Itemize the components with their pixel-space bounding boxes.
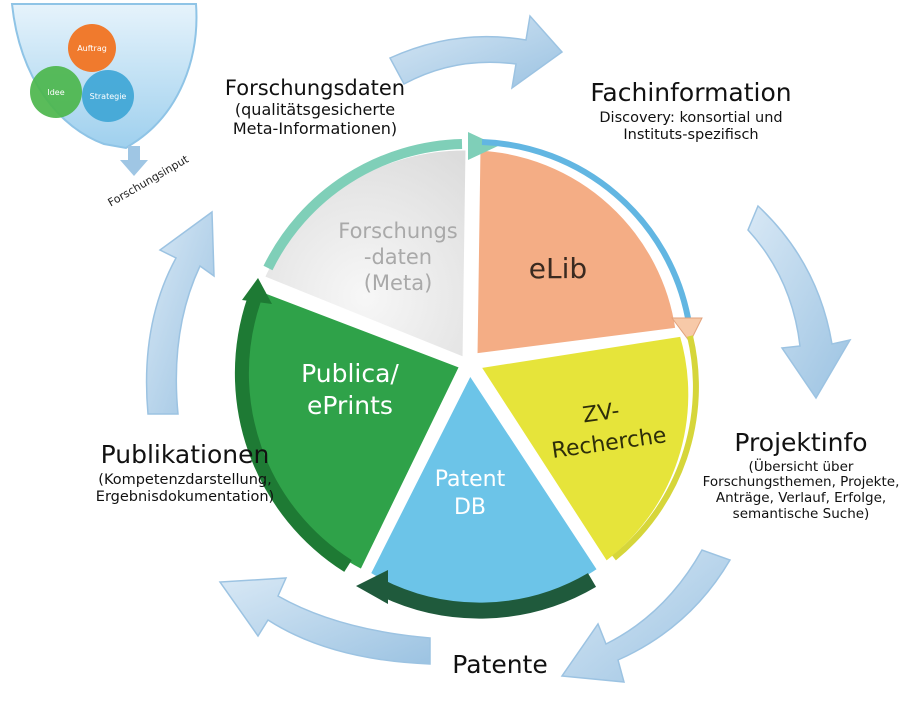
seg-patent-line2: DB [454,495,486,520]
label-publikationen-title: Publikationen [100,440,270,469]
ring-publica-head [242,278,272,304]
label-fachinformation-title: Fachinformation [590,78,792,107]
seg-publica-line1: Publica/ [301,359,399,388]
arrow-right [747,204,852,400]
funnel-down-arrow [120,146,148,176]
label-projektinfo: Projektinfo (Übersicht über Forschungsth… [688,428,914,523]
label-projektinfo-line: Anträge, Verlauf, Erfolge, [715,490,887,507]
seg-forschungsdaten-line2: -daten [364,245,432,269]
outer-cycle-arrows [145,14,852,683]
arrow-top [388,14,564,90]
label-patente-title: Patente [452,650,548,679]
label-forschungsdaten-line: Meta-Informationen) [232,118,398,138]
ring-patent-head [356,570,388,604]
label-forschungsdaten-title: Forschungsdaten [224,76,406,100]
arrow-left [145,210,215,415]
label-publikationen-line: Ergebnisdokumentation) [95,488,275,505]
ring-elib-head [671,317,703,343]
label-forschungsdaten: Forschungsdaten (qualitätsgesicherte Met… [190,76,440,139]
label-publikationen-sub: (Kompetenzdarstellung, Ergebnisdokumenta… [70,472,300,506]
label-fachinformation-line: Discovery: konsortial und [599,109,783,126]
seg-patent-line1: Patent [435,467,506,492]
ring-forschungsdaten [263,139,463,271]
label-fachinformation: Fachinformation Discovery: konsortial un… [566,78,816,144]
ring-forschungsdaten-head [468,132,498,160]
ring-elib [481,139,691,319]
label-projektinfo-sub: (Übersicht über Forschungsthemen, Projek… [688,458,914,524]
label-publikationen-line: (Kompetenzdarstellung, [98,471,272,488]
seg-forschungsdaten-line1: Forschungs [338,219,458,243]
bubble-label-idee: Idee [47,88,64,97]
seg-forschungsdaten-line3: (Meta) [364,271,433,295]
forschungsinput-label: Forschungsinput [106,152,192,209]
label-forschungsdaten-sub: (qualitätsgesicherte Meta-Informationen) [190,99,440,139]
segment-elib [472,145,681,359]
bubble-auftrag [68,24,116,72]
ring-zv [612,335,699,561]
label-projektinfo-title: Projektinfo [734,428,868,457]
seg-elib-line1: eLib [529,252,587,285]
label-projektinfo-line: semantische Suche) [732,506,870,523]
seg-zv-line1: ZV- [581,399,621,429]
input-funnel: Auftrag Idee Strategie Forschungsinput [10,3,198,209]
ring-patent [374,573,597,619]
label-publikationen: Publikationen (Kompetenzdarstellung, Erg… [70,440,300,506]
bubble-label-auftrag: Auftrag [77,44,107,53]
central-pie: Forschungs -daten (Meta) eLib ZV- Recher… [234,132,703,619]
arrow-bottom-right [560,549,732,683]
arrow-bottom-left [218,577,431,665]
label-patente: Patente [420,650,580,680]
seg-publica-line2: ePrints [307,391,393,420]
ring-publica [234,297,352,572]
label-projektinfo-line: Forschungsthemen, Projekte, [702,474,900,491]
bubble-strategie [82,70,134,122]
label-fachinformation-line: Instituts-spezifisch [623,126,759,143]
label-forschungsdaten-line: (qualitätsgesicherte [234,99,396,119]
label-fachinformation-sub: Discovery: konsortial und Instituts-spez… [566,110,816,144]
bubble-idee [30,66,82,118]
label-projektinfo-line: (Übersicht über [748,458,854,475]
bubble-label-strategie: Strategie [90,92,127,101]
